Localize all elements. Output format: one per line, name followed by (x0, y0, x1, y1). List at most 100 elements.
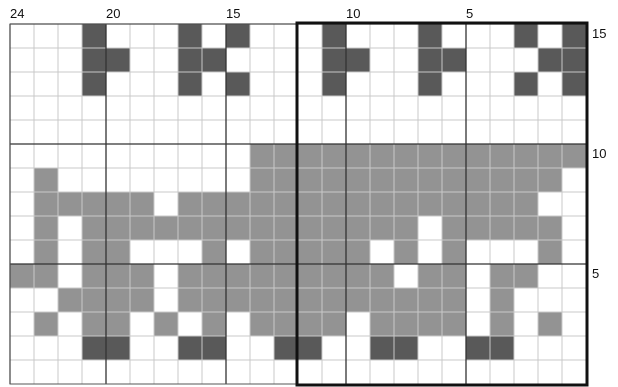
dark-stitch-cell (418, 24, 442, 48)
light-stitch-cell (490, 312, 514, 336)
light-stitch-cell (418, 192, 442, 216)
light-stitch-cell (178, 264, 202, 288)
light-stitch-cell (442, 168, 466, 192)
dark-stitch-cell (178, 72, 202, 96)
dark-stitch-cell (562, 48, 586, 72)
light-stitch-cell (370, 168, 394, 192)
light-stitch-cell (394, 240, 418, 264)
light-stitch-cell (346, 288, 370, 312)
light-stitch-cell (34, 264, 58, 288)
light-stitch-cell (418, 264, 442, 288)
row-label: 10 (592, 146, 606, 161)
light-stitch-cell (418, 168, 442, 192)
light-stitch-cell (82, 264, 106, 288)
light-stitch-cell (514, 192, 538, 216)
dark-stitch-cell (562, 72, 586, 96)
light-stitch-cell (514, 144, 538, 168)
light-stitch-cell (106, 240, 130, 264)
row-label: 5 (592, 266, 599, 281)
light-stitch-cell (106, 216, 130, 240)
light-stitch-cell (202, 192, 226, 216)
dark-stitch-cell (394, 336, 418, 360)
light-stitch-cell (490, 216, 514, 240)
light-stitch-cell (394, 144, 418, 168)
light-stitch-cell (274, 264, 298, 288)
light-stitch-cell (466, 192, 490, 216)
light-stitch-cell (418, 312, 442, 336)
dark-stitch-cell (514, 72, 538, 96)
light-stitch-cell (298, 216, 322, 240)
light-stitch-cell (466, 144, 490, 168)
light-stitch-cell (346, 240, 370, 264)
dark-stitch-cell (82, 72, 106, 96)
light-stitch-cell (130, 216, 154, 240)
light-stitch-cell (298, 144, 322, 168)
column-label: 10 (346, 6, 360, 21)
light-stitch-cell (394, 168, 418, 192)
light-stitch-cell (442, 312, 466, 336)
light-stitch-cell (178, 192, 202, 216)
dark-stitch-cell (562, 24, 586, 48)
light-stitch-cell (106, 264, 130, 288)
light-stitch-cell (202, 288, 226, 312)
light-stitch-cell (370, 192, 394, 216)
light-stitch-cell (538, 168, 562, 192)
light-stitch-cell (370, 312, 394, 336)
light-stitch-cell (346, 192, 370, 216)
dark-stitch-cell (418, 48, 442, 72)
light-stitch-cell (394, 312, 418, 336)
light-stitch-cell (34, 192, 58, 216)
light-stitch-cell (106, 312, 130, 336)
light-stitch-cell (466, 216, 490, 240)
light-stitch-cell (34, 168, 58, 192)
light-stitch-cell (250, 168, 274, 192)
light-stitch-cell (442, 240, 466, 264)
light-stitch-cell (442, 216, 466, 240)
light-stitch-cell (322, 192, 346, 216)
light-stitch-cell (322, 144, 346, 168)
light-stitch-cell (34, 312, 58, 336)
light-stitch-cell (274, 192, 298, 216)
light-stitch-cell (490, 168, 514, 192)
light-stitch-cell (538, 240, 562, 264)
light-stitch-cell (58, 192, 82, 216)
dark-stitch-cell (322, 24, 346, 48)
dark-stitch-cell (82, 336, 106, 360)
light-stitch-cell (274, 240, 298, 264)
light-stitch-cell (514, 216, 538, 240)
dark-stitch-cell (490, 336, 514, 360)
dark-stitch-cell (514, 24, 538, 48)
light-stitch-cell (442, 264, 466, 288)
light-stitch-cell (250, 240, 274, 264)
light-stitch-cell (154, 312, 178, 336)
light-stitch-cell (394, 288, 418, 312)
light-stitch-cell (82, 312, 106, 336)
dark-stitch-cell (322, 72, 346, 96)
light-stitch-cell (298, 312, 322, 336)
light-stitch-cell (442, 144, 466, 168)
dark-stitch-cell (538, 48, 562, 72)
light-stitch-cell (298, 168, 322, 192)
dark-stitch-cell (346, 48, 370, 72)
dark-stitch-cell (370, 336, 394, 360)
light-stitch-cell (490, 288, 514, 312)
light-stitch-cell (34, 240, 58, 264)
light-stitch-cell (346, 216, 370, 240)
light-stitch-cell (106, 288, 130, 312)
light-stitch-cell (178, 216, 202, 240)
light-stitch-cell (82, 240, 106, 264)
light-stitch-cell (250, 144, 274, 168)
light-stitch-cell (322, 168, 346, 192)
light-stitch-cell (82, 216, 106, 240)
dark-stitch-cell (178, 24, 202, 48)
light-stitch-cell (298, 192, 322, 216)
light-stitch-cell (538, 216, 562, 240)
light-stitch-cell (538, 144, 562, 168)
light-stitch-cell (322, 216, 346, 240)
light-stitch-cell (346, 144, 370, 168)
light-stitch-cell (514, 168, 538, 192)
light-stitch-cell (514, 264, 538, 288)
light-stitch-cell (130, 264, 154, 288)
